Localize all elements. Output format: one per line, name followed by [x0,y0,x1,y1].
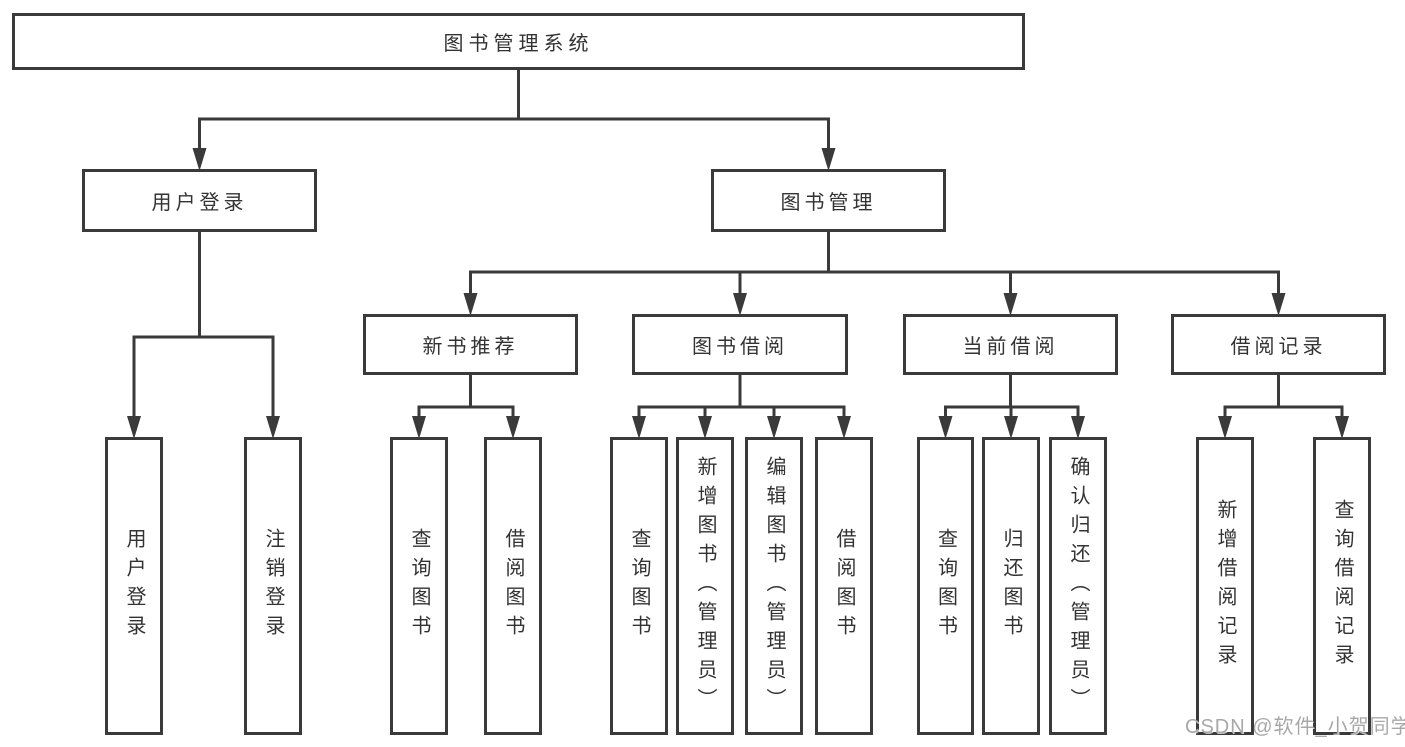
node-book-borrow: 图书借阅 [632,314,848,375]
arrowhead-icon [192,148,207,171]
arrowhead-icon [1003,293,1018,316]
arrowhead-icon [506,416,520,439]
node-label: 借阅图书 [502,528,524,644]
node-label: 查询借阅记录 [1331,499,1353,673]
node-label: 查询图书 [934,528,957,644]
node-user-login: 用户登录 [82,169,317,232]
node-leaf-borrow-book-2: 借阅图书 [815,437,873,735]
node-label: 确认归还（管理员） [1067,455,1089,717]
node-leaf-add-book: 新增图书（管理员） [676,437,734,735]
arrowhead-icon [127,416,141,439]
arrowhead-icon [837,416,851,439]
node-new-book-rec: 新书推荐 [363,314,578,375]
node-borrow-records: 借阅记录 [1171,314,1386,375]
node-label: 用户登录 [123,528,145,644]
node-label: 编辑图书（管理员） [763,455,785,717]
node-label: 图书管理 [780,192,877,214]
node-leaf-query-book-3: 查询图书 [917,437,974,735]
node-leaf-confirm-return: 确认归还（管理员） [1049,437,1107,735]
node-root: 图书管理系统 [12,13,1025,70]
arrowhead-icon [1071,416,1085,439]
node-leaf-edit-book: 编辑图书（管理员） [745,437,803,735]
node-leaf-user-login: 用户登录 [105,437,163,735]
node-leaf-query-book-1: 查询图书 [390,437,448,735]
watermark: CSDN @软件_小贺同学 [1185,716,1405,738]
arrowhead-icon [463,293,478,316]
arrowhead-icon [412,416,426,439]
node-leaf-logout: 注销登录 [244,437,302,735]
node-leaf-query-book-2: 查询图书 [610,437,668,735]
node-label: 归还图书 [1000,528,1022,644]
node-label: 新增借阅记录 [1214,499,1236,673]
arrowhead-icon [821,148,836,171]
arrowhead-icon [1335,416,1349,439]
node-label: 新增图书（管理员） [694,455,716,717]
node-label: 借阅图书 [833,528,855,644]
arrowhead-icon [698,416,712,439]
node-label: 注销登录 [262,528,284,644]
node-label: 查询图书 [628,528,650,644]
node-label: 查询图书 [408,528,430,644]
arrowhead-icon [1271,293,1286,316]
node-book-mgmt: 图书管理 [711,169,946,232]
node-leaf-borrow-book-1: 借阅图书 [484,437,542,735]
node-label: 图书管理系统 [443,33,594,55]
node-label: 当前借阅 [962,336,1059,358]
node-leaf-add-borrow-record: 新增借阅记录 [1196,437,1254,735]
arrowhead-icon [938,416,953,439]
arrowhead-icon [1218,416,1232,439]
arrowhead-icon [266,416,280,439]
arrowhead-icon [767,416,781,439]
node-label: 图书借阅 [692,336,788,358]
node-leaf-return-book: 归还图书 [982,437,1040,735]
node-label: 借阅记录 [1230,336,1327,358]
node-current-borrow: 当前借阅 [903,314,1118,375]
arrowhead-icon [632,416,646,439]
node-leaf-query-borrow-record: 查询借阅记录 [1313,437,1371,735]
node-label: 新书推荐 [422,336,519,358]
arrowhead-icon [733,293,747,316]
node-label: 用户登录 [151,192,248,214]
arrowhead-icon [1004,416,1018,439]
